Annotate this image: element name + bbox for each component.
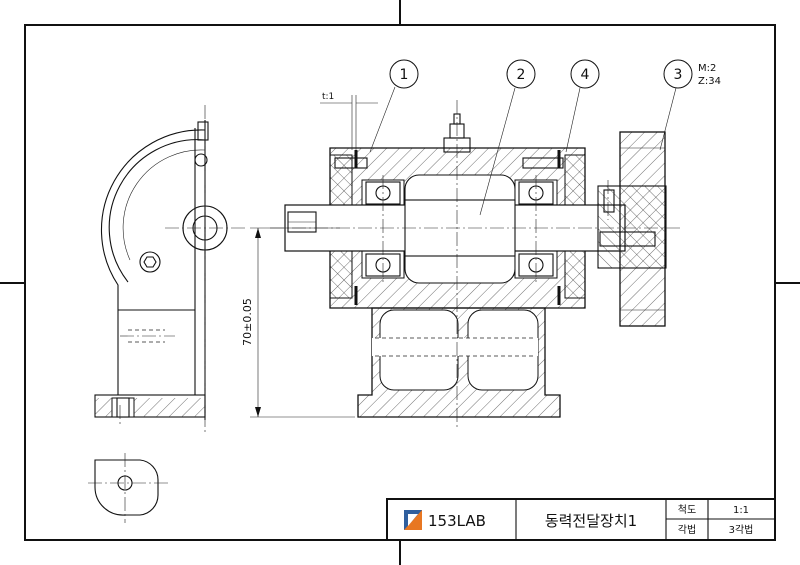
detail-view <box>88 453 168 523</box>
balloon-4-number: 4 <box>581 67 590 83</box>
balloon-1 <box>369 59 419 153</box>
drawing-title: 동력전달장치1 <box>545 512 637 530</box>
dimension-height <box>250 227 355 418</box>
gear-teeth-text: Z:34 <box>698 76 721 87</box>
company-logo <box>404 510 422 530</box>
balloon-3 <box>659 59 693 151</box>
projection-value: 3각법 <box>729 524 754 536</box>
side-view <box>94 105 245 435</box>
balloon-1-number: 1 <box>400 67 409 83</box>
gap-dimension-text: t:1 <box>322 92 334 102</box>
balloon-2-number: 2 <box>517 67 526 83</box>
company-name: 153LAB <box>428 512 486 530</box>
balloon-4 <box>565 59 600 153</box>
height-dimension-text: 70±0.05 <box>241 298 254 346</box>
balloon-2 <box>479 59 536 216</box>
balloon-3-number: 3 <box>674 67 683 83</box>
gear-module-text: M:2 <box>698 63 716 74</box>
front-section-view <box>270 100 680 430</box>
title-block <box>386 498 776 541</box>
scale-label: 척도 <box>678 504 696 516</box>
dimension-gap <box>320 95 378 150</box>
scale-value: 1:1 <box>733 505 749 516</box>
projection-label: 각법 <box>678 524 696 536</box>
